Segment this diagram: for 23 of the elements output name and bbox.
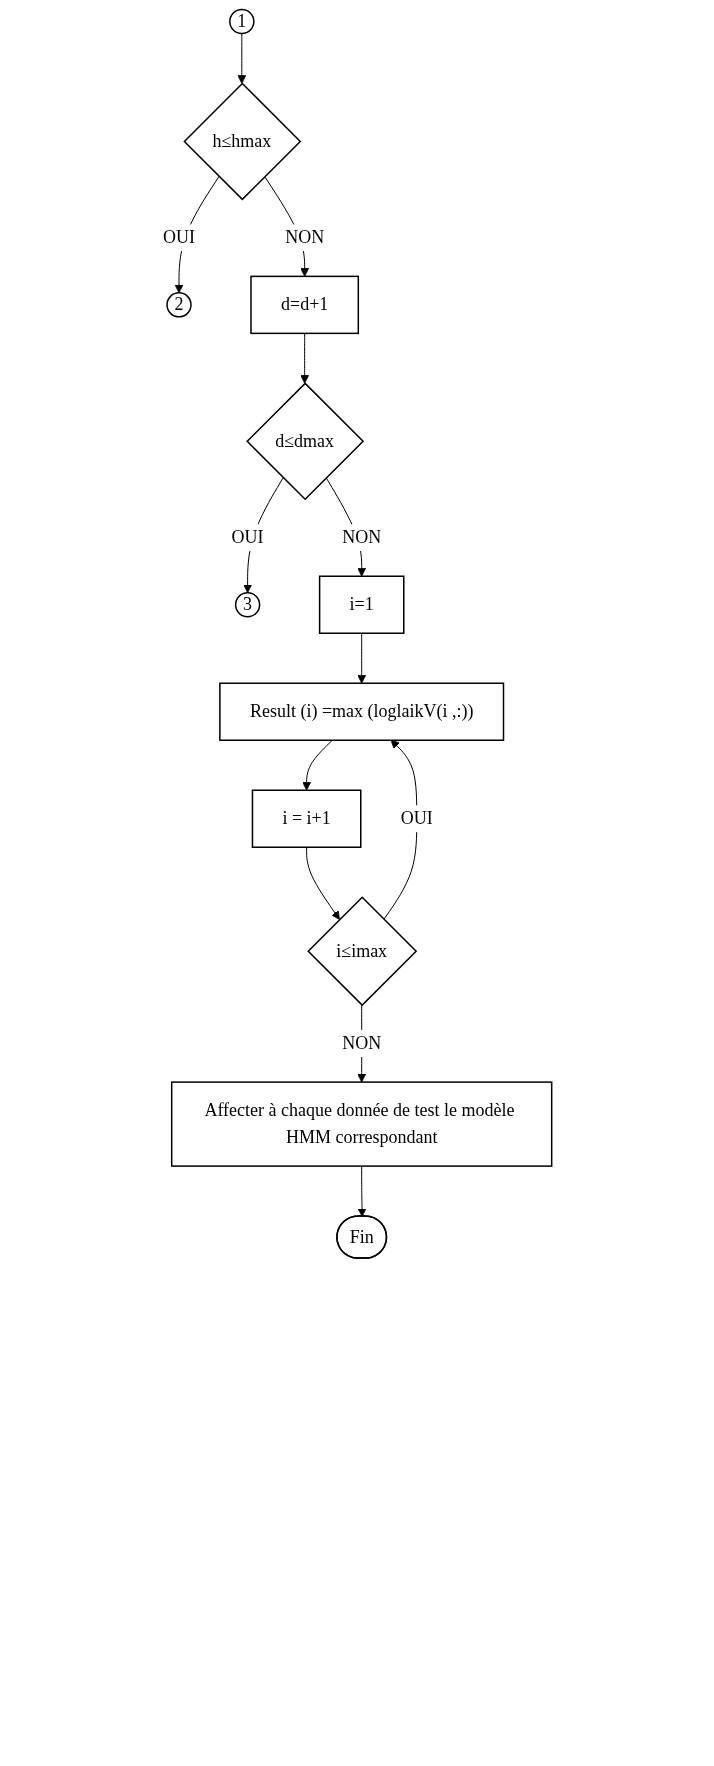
- node-circle: 1: [228, 8, 255, 35]
- node-box: Affecter à chaque donnée de test le modèle HMM correspondant: [170, 1081, 553, 1167]
- node-diamond: i≤imax: [306, 896, 417, 1007]
- arrow: [237, 33, 246, 84]
- node-box: Result (i) =max (loglaikV(i ,:)): [218, 682, 504, 741]
- node-diamond: d≤dmax: [245, 382, 364, 501]
- node-box: i=1: [318, 575, 405, 634]
- edge-label: OUI: [162, 227, 195, 248]
- arrow: [299, 332, 309, 384]
- arrow: [357, 1165, 367, 1217]
- edge-label: NON: [341, 527, 381, 548]
- node-circle: 3: [234, 592, 260, 618]
- node-box: i = i+1: [251, 789, 362, 848]
- arrow: [301, 739, 333, 791]
- arrow: [356, 632, 366, 684]
- edge-label: NON: [341, 1033, 381, 1054]
- edge-label: NON: [284, 227, 324, 248]
- arrow: [305, 846, 340, 920]
- edge-label: OUI: [231, 527, 264, 548]
- edge-label: OUI: [400, 808, 433, 829]
- node-circle: 2: [165, 292, 192, 318]
- node-box: d=d+1: [249, 275, 359, 335]
- node-diamond: h≤hmax: [183, 82, 301, 201]
